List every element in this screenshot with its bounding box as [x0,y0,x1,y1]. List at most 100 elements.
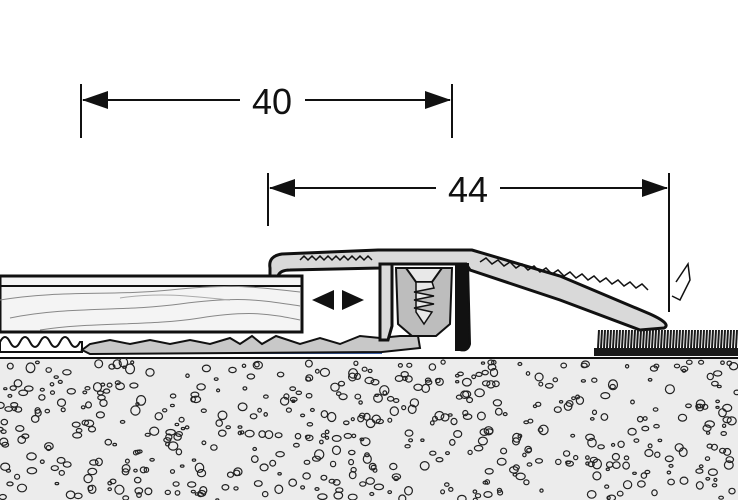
pebble [685,403,692,409]
carpet-fibre [648,329,651,349]
carpet-pile [597,329,738,349]
pebble [642,416,648,421]
pebble [637,480,646,488]
pebble [466,396,474,404]
pebble [174,490,181,496]
carpet-fibre [732,329,735,349]
pebble [277,471,282,476]
pebble [348,372,357,382]
pebble [653,363,660,369]
pebble [50,465,60,472]
pebble [480,361,486,365]
pebble [269,459,277,467]
wood-grain [0,285,301,301]
pebble [586,490,597,499]
pebble [723,460,734,470]
pebble [112,442,118,447]
pebble [94,457,103,467]
pebble [607,379,619,391]
pebble [178,416,185,423]
pebble [197,489,207,497]
pebble [553,406,562,414]
carpet-fibre [672,329,675,349]
pebble [165,441,171,447]
pebble [374,393,379,397]
pebble [0,437,9,446]
pebble [706,372,715,381]
pebble [695,468,704,474]
pebble [82,390,88,395]
pebble [106,382,113,388]
pebble [695,481,704,490]
carpet-fibre [723,329,726,349]
pebble [512,464,520,471]
pebble [404,429,414,437]
pebble [294,432,302,440]
pebble [71,421,81,428]
pebble [133,476,142,484]
pebble [560,362,568,369]
pebble [571,396,576,401]
carpet-fibre [603,329,606,349]
profile-serrations [299,254,649,291]
carpet-fibre [654,329,657,349]
pebble [337,380,346,387]
pebble [217,429,227,437]
pebble [492,380,500,388]
pebble [435,457,444,463]
pebble [600,392,611,400]
pebble [597,444,605,450]
pebble [107,480,113,486]
pebble [112,359,122,370]
pebble [122,495,130,500]
pebble [196,468,207,478]
carpet-fibre [711,329,714,349]
pebble [30,414,40,423]
pebble [695,403,702,409]
pebble [612,461,621,470]
pebble [721,423,727,428]
pebble [387,417,393,423]
pebble [6,481,14,487]
pebble [26,467,38,475]
pebble [610,442,616,447]
pebble [246,373,256,380]
pebble [462,413,473,421]
pebble [233,467,243,477]
pebble [363,412,371,421]
pebble [73,492,83,500]
pebble [253,480,263,487]
pebble [420,438,425,443]
pebble [697,359,705,365]
pebble [304,434,311,439]
pebble [362,454,372,464]
pebble [664,455,674,463]
pebble [184,425,190,430]
pebble [306,421,314,427]
pebble [56,456,66,464]
carpet-fibre [651,329,654,349]
pebble [350,417,355,422]
pebble [26,452,37,461]
pebble [335,487,344,494]
pebble [328,478,336,484]
pebble [119,419,126,424]
pebble [213,377,219,382]
pebble [25,362,36,374]
pebble [133,468,138,473]
pebble [314,449,325,460]
pebble [49,382,55,387]
pebble [210,444,218,451]
pebble [320,433,327,438]
pebble [707,468,719,477]
pebble [585,461,590,466]
pebble [179,464,185,468]
pebble [83,473,93,484]
pebble [300,413,306,418]
pebble [293,442,300,448]
pebble [172,481,180,487]
pebble [716,384,722,389]
pebble [66,387,77,395]
pebble [373,483,385,491]
carpet-fibre [627,329,630,349]
